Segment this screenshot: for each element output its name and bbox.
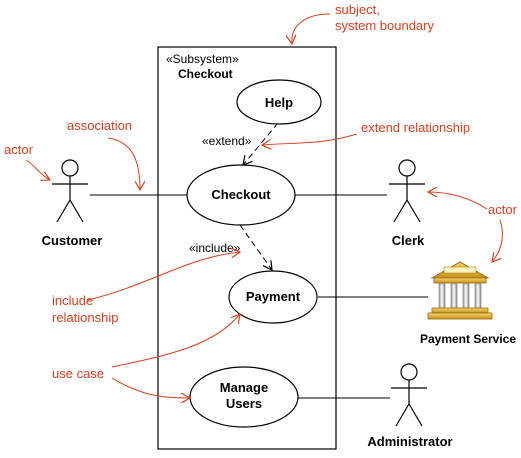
svg-text:actor: actor [4, 142, 34, 157]
svg-text:Users: Users [226, 396, 262, 411]
subsystem-stereotype: «Subsystem» [166, 52, 239, 66]
svg-text:include: include [52, 293, 93, 308]
use-case-help: Help [236, 79, 322, 125]
annotation-actor-right: actor [428, 192, 518, 262]
svg-text:system boundary: system boundary [335, 18, 434, 33]
svg-text:association: association [67, 118, 132, 133]
use-case-checkout: Checkout [186, 164, 296, 226]
svg-text:use case: use case [52, 366, 104, 381]
actor-clerk [389, 159, 425, 223]
annotation-use-case: use case [52, 314, 240, 398]
svg-text:Manage: Manage [220, 380, 268, 395]
extend-relationship-line [243, 122, 279, 165]
svg-text:Checkout: Checkout [211, 187, 271, 202]
use-case-payment: Payment [228, 270, 318, 324]
use-case-manage-users: Manage Users [189, 366, 299, 428]
actor-payment-service-label: Payment Service [420, 332, 516, 346]
actor-administrator-label: Administrator [367, 434, 452, 449]
system-boundary [157, 46, 337, 450]
svg-text:actor: actor [488, 202, 518, 217]
annotation-extend-relationship: extend relationship [262, 120, 470, 145]
actor-clerk-label: Clerk [392, 233, 425, 248]
svg-text:Payment: Payment [246, 289, 301, 304]
actor-administrator [391, 363, 427, 427]
bank-building-icon [427, 261, 493, 320]
actor-customer-label: Customer [42, 233, 103, 248]
svg-text:extend relationship: extend relationship [361, 120, 470, 135]
svg-text:subject,: subject, [335, 2, 380, 17]
svg-text:relationship: relationship [52, 310, 119, 325]
svg-text:Help: Help [265, 95, 293, 110]
annotation-include-relationship: include relationship [52, 252, 240, 325]
include-relationship-line [239, 224, 272, 270]
subsystem-name: Checkout [178, 67, 233, 81]
annotation-actor-left: actor [4, 142, 50, 180]
include-label: «include» [189, 241, 241, 255]
extend-label: «extend» [202, 134, 252, 148]
actor-customer [52, 159, 88, 223]
annotation-subject: subject, system boundary [292, 2, 434, 44]
annotation-association: association [67, 118, 140, 190]
